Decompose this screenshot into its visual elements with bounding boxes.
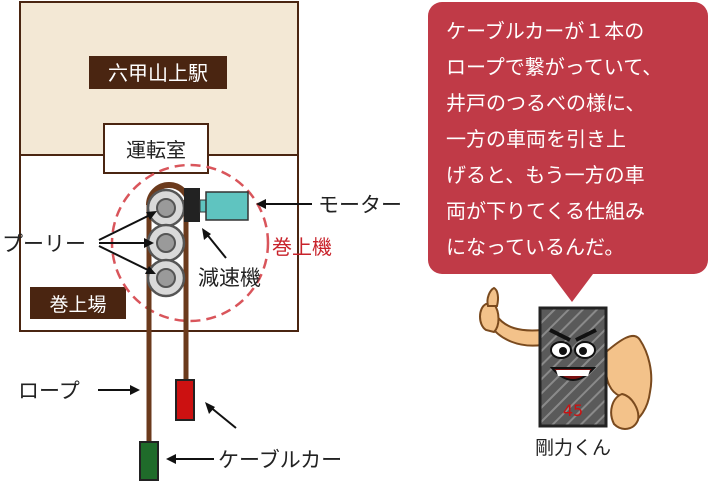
control-room-text: 運転室 [126,138,186,162]
station-name-text: 六甲山上駅 [108,61,208,85]
pulley-arrow-1 [98,212,155,241]
cable-car-green [139,441,159,481]
motor-label: モーター [318,193,402,217]
cable-car-red [175,379,195,421]
station-name-label: 六甲山上駅 [89,56,227,89]
speech-bubble: ケーブルカーが１本の ロープで繋がっていて、 井戸のつるべの様に、 一方の車両を… [428,2,708,302]
arrows [98,199,312,464]
reducer-block [184,188,200,222]
pulley-3 [146,258,186,298]
hoist-label: 巻上機 [272,235,332,259]
winding-area-text: 巻上場 [49,294,106,316]
pulleys [146,188,186,298]
pulley-arrow-3 [98,245,153,273]
bubble-line-4: 一方の車両を引き上 [446,127,626,151]
mascot-name: 剛力くん [535,437,611,459]
winding-area-label: 巻上場 [30,287,126,319]
control-room-box: 運転室 [103,123,209,174]
mascot-right-arm [605,334,653,430]
rope-label: ロープ [18,379,80,403]
reducer-arrow [204,231,227,259]
mascot-gourikikun: 45 剛力くん [479,286,653,459]
car-label: ケーブルカー [218,448,342,472]
bubble-line-2: ロープで繋がっていて、 [446,55,662,79]
bubble-line-7: になっているんだ。 [446,235,624,259]
pulley-1 [146,188,186,228]
bubble-line-3: 井戸のつるべの様に、 [446,91,645,115]
red-car-arrow [208,405,237,429]
pulley-label: プーリー [2,232,86,256]
mascot-left-arm [479,286,543,347]
bubble-line-6: 両が下りてくる仕組み [446,199,645,223]
bubble-line-1: ケーブルカーが１本の [446,19,644,43]
reducer-label: 減速機 [198,266,261,290]
motor [199,191,249,221]
mascot-badge-number: 45 [563,401,583,420]
mascot-face [549,328,597,381]
bubble-line-5: げると、もう一方の車 [446,163,645,187]
